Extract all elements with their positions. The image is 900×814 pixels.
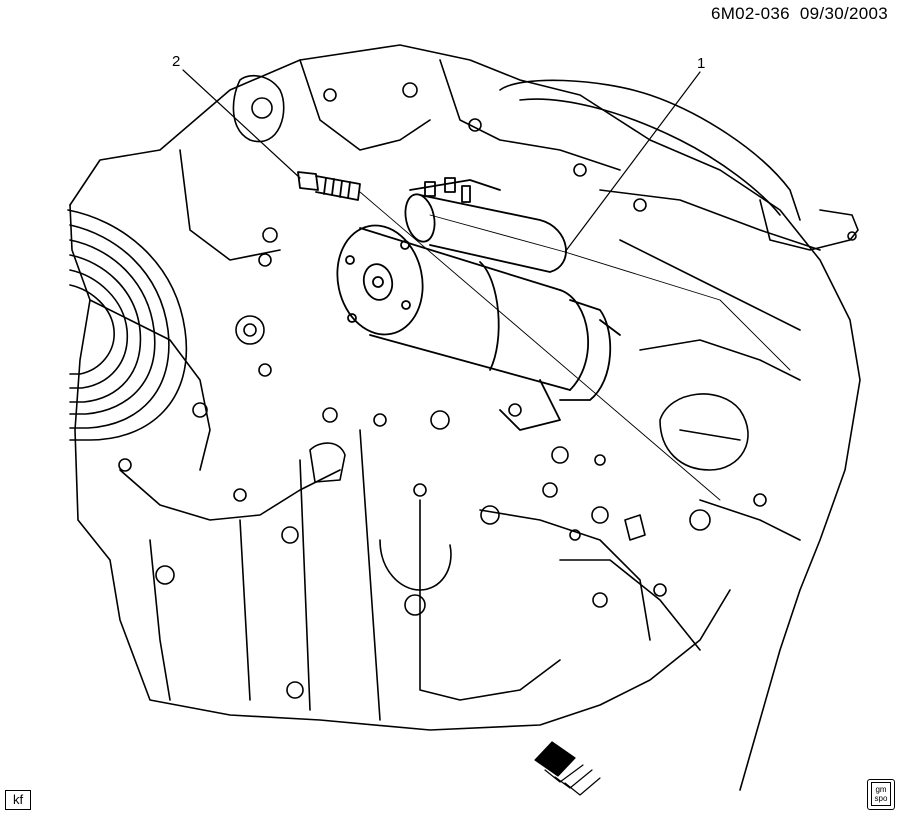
gmspo-logo-icon: gm spo xyxy=(867,779,895,810)
starter-bolt xyxy=(297,171,361,201)
diagram-date: 09/30/2003 xyxy=(799,4,888,23)
crankshaft-pulley xyxy=(67,209,188,441)
engine-block xyxy=(69,44,861,791)
logo-top-text: gm xyxy=(875,785,887,794)
logo-bottom-text: spo xyxy=(874,794,888,803)
diagram-code: 6M02-036 xyxy=(710,4,790,23)
callout-1: 1 xyxy=(429,55,791,371)
initials-badge: kf xyxy=(5,790,31,810)
view-direction-arrow-icon xyxy=(534,741,601,796)
callout-1-number: 1 xyxy=(697,55,705,72)
starter-motor xyxy=(336,177,621,431)
engine-detail-bolts xyxy=(118,82,767,699)
callout-2: 2 xyxy=(172,53,721,501)
callout-2-number: 2 xyxy=(172,53,180,70)
diagram-header: 6M02-036 09/30/2003 xyxy=(701,4,888,24)
